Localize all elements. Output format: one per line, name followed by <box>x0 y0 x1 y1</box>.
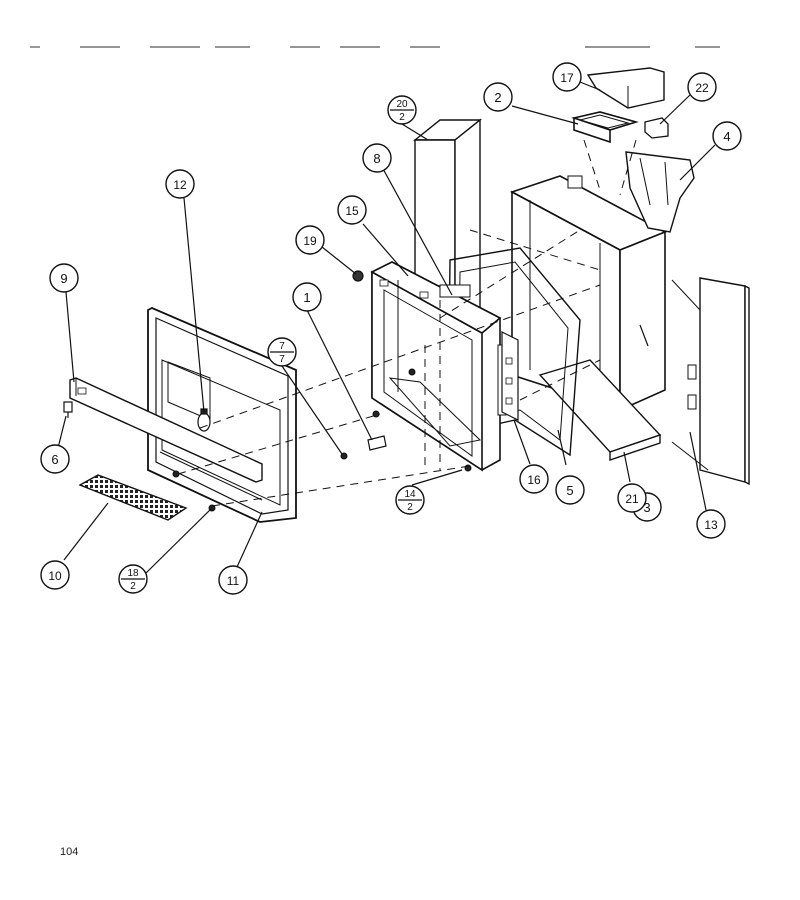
svg-text:18: 18 <box>127 568 139 579</box>
fraction-callout-part-20: 20 2 <box>387 95 417 125</box>
svg-text:5: 5 <box>566 483 573 498</box>
part-control-strip <box>69 377 263 483</box>
svg-text:7: 7 <box>279 341 285 352</box>
svg-text:20: 20 <box>396 99 408 110</box>
svg-text:13: 13 <box>704 518 718 532</box>
page-number: 104 <box>60 846 79 858</box>
svg-text:8: 8 <box>373 151 380 166</box>
assembly-lines <box>177 139 637 507</box>
svg-text:2: 2 <box>399 112 405 123</box>
svg-text:4: 4 <box>723 129 730 144</box>
svg-text:19: 19 <box>303 234 317 248</box>
part-small-bracket <box>367 435 387 451</box>
svg-text:10: 10 <box>48 569 62 583</box>
callout-part-13: 13 <box>696 509 726 539</box>
part-side-panel <box>671 277 750 486</box>
fraction-callout-part-18: 18 2 <box>118 564 148 594</box>
svg-text:3: 3 <box>643 500 650 515</box>
callout-part-11: 11 <box>218 565 248 595</box>
svg-text:21: 21 <box>625 492 639 506</box>
svg-text:1: 1 <box>303 290 310 305</box>
callout-part-12: 12 <box>165 169 195 199</box>
part-chassis-frame <box>370 261 507 472</box>
part-base-plate <box>538 359 662 461</box>
svg-text:9: 9 <box>60 271 67 286</box>
svg-text:2: 2 <box>130 581 136 592</box>
part-top-wedge <box>586 67 665 109</box>
part-rear-cabinet <box>509 175 667 412</box>
svg-text:2: 2 <box>494 90 501 105</box>
part-control-bracket <box>501 331 519 421</box>
svg-text:11: 11 <box>227 574 240 588</box>
svg-text:12: 12 <box>173 178 187 192</box>
callout-part-2: 2 <box>483 82 513 112</box>
svg-text:16: 16 <box>527 473 541 487</box>
fraction-callout-part-7: 7 7 <box>267 337 297 367</box>
callout-part-8: 8 <box>362 143 392 173</box>
callout-part-22: 22 <box>687 72 717 102</box>
part-grille <box>78 474 188 521</box>
part-top-bracket <box>625 151 695 233</box>
callout-part-9: 9 <box>49 263 79 293</box>
svg-text:14: 14 <box>404 489 416 500</box>
svg-text:6: 6 <box>51 452 58 467</box>
callout-part-17: 17 <box>552 62 582 92</box>
svg-text:15: 15 <box>345 204 359 218</box>
callout-part-5: 5 <box>555 475 585 505</box>
part-small-block <box>644 117 669 139</box>
svg-text:22: 22 <box>695 81 709 95</box>
svg-text:2: 2 <box>407 502 413 513</box>
callout-part-19: 19 <box>295 225 325 255</box>
part-tray <box>571 111 639 144</box>
callout-part-16: 16 <box>519 464 549 494</box>
callout-part-15: 15 <box>337 195 367 225</box>
callout-part-10: 10 <box>40 560 70 590</box>
svg-text:17: 17 <box>560 71 574 85</box>
svg-text:7: 7 <box>279 354 285 365</box>
callout-part-6: 6 <box>40 444 70 474</box>
callout-part-21: 21 <box>617 483 647 513</box>
callout-part-1: 1 <box>292 282 322 312</box>
fraction-callout-part-14: 14 2 <box>395 485 425 515</box>
callout-part-4: 4 <box>712 121 742 151</box>
part-small-clip <box>63 401 73 418</box>
